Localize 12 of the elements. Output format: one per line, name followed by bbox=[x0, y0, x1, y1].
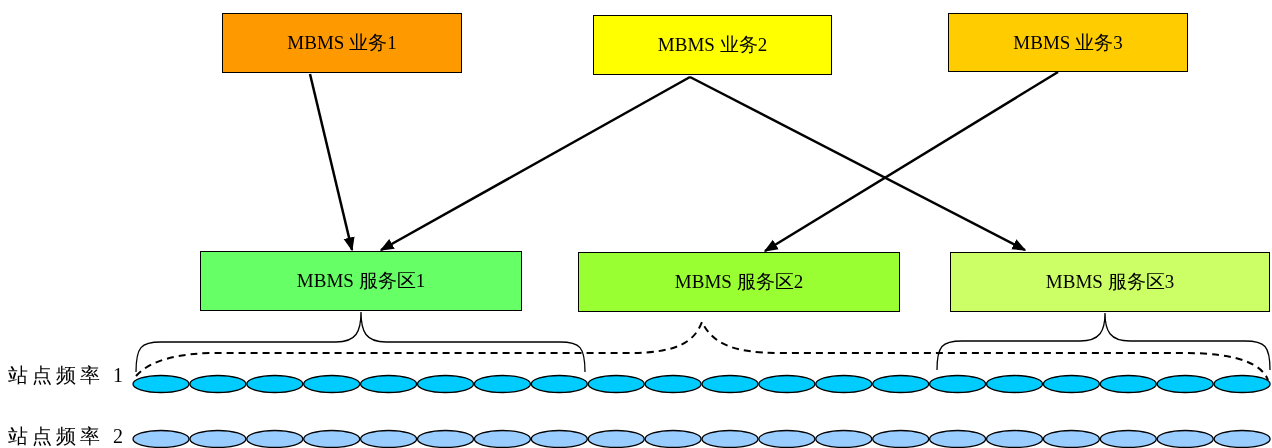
arrow bbox=[689, 75, 1027, 252]
arrow bbox=[308, 73, 355, 252]
service-box: MBMS 业务3 bbox=[948, 13, 1188, 72]
service-area-box: MBMS 服务区2 bbox=[578, 252, 900, 312]
service-box: MBMS 业务1 bbox=[222, 13, 462, 73]
service-area-box: MBMS 服务区3 bbox=[950, 252, 1270, 312]
arrow bbox=[379, 75, 691, 252]
arrow bbox=[763, 70, 1059, 253]
frequency-label: 站点频率 1 bbox=[8, 363, 127, 388]
service-area-box: MBMS 服务区1 bbox=[200, 251, 522, 311]
frequency-label: 站点频率 2 bbox=[8, 424, 127, 448]
service-box: MBMS 业务2 bbox=[593, 15, 832, 75]
